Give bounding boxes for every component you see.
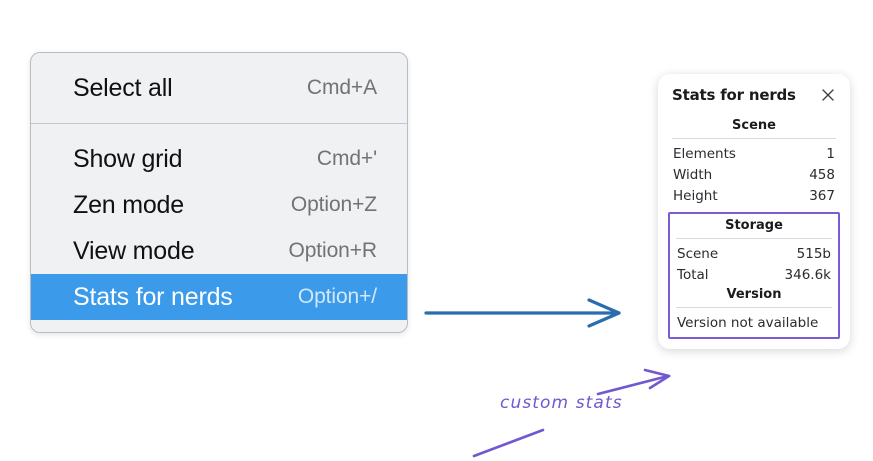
menu-item-label: Stats for nerds [73,282,233,311]
stats-row-height: Height 367 [668,185,840,206]
menu-item-label: Zen mode [73,190,184,219]
annotation-custom-stats-label: custom stats [500,393,623,413]
row-value: 515b [796,245,831,262]
divider [676,238,832,239]
menu-group-view: Show grid Cmd+' Zen mode Option+Z View m… [31,124,407,332]
row-value: 367 [809,187,835,204]
close-icon[interactable] [819,86,837,104]
storage-heading: Storage [725,218,783,233]
custom-stats-highlight-box: Storage Scene 515b Total 346.6k Version … [668,212,840,339]
row-label: Height [673,187,718,204]
annotation-underline-stroke [472,428,545,458]
menu-group-selection: Select all Cmd+A [31,53,407,124]
stats-row-elements: Elements 1 [668,143,840,164]
menu-item-select-all[interactable]: Select all Cmd+A [31,65,407,111]
custom-stats-pointer-arrow [596,368,671,396]
row-value: 1 [826,145,835,162]
row-value: 458 [809,166,835,183]
menu-item-label: View mode [73,236,195,265]
menu-to-panel-arrow [424,298,621,328]
row-label: Width [673,166,713,183]
menu-item-label: Show grid [73,144,183,173]
stats-row-total-size: Total 346.6k [672,264,836,285]
row-label: Elements [673,145,736,162]
row-value: 346.6k [784,266,831,283]
divider [672,138,836,139]
stats-section-version: Version Version not available [672,285,836,333]
menu-item-zen-mode[interactable]: Zen mode Option+Z [31,182,407,228]
menu-item-show-grid[interactable]: Show grid Cmd+' [31,136,407,182]
stats-section-scene: Scene Elements 1 Width 458 Height 367 [668,116,840,206]
row-label: Scene [677,245,719,262]
menu-item-shortcut: Cmd+' [316,147,377,170]
menu-item-shortcut: Option+/ [297,285,377,308]
version-heading: Version [726,287,782,302]
version-value: Version not available [677,315,819,331]
stats-row-width: Width 458 [668,164,840,185]
menu-item-shortcut: Option+Z [290,193,377,216]
stats-panel-title: Stats for nerds [672,86,796,104]
scene-heading: Scene [732,118,776,133]
row-label: Total [677,266,709,283]
menu-item-label: Select all [73,73,173,102]
menu-item-shortcut: Option+R [288,239,377,262]
stats-section-storage: Storage Scene 515b Total 346.6k [672,216,836,285]
menu-item-view-mode[interactable]: View mode Option+R [31,228,407,274]
stats-row-scene-size: Scene 515b [672,243,836,264]
divider [676,307,832,308]
menu-item-shortcut: Cmd+A [306,76,377,99]
stats-panel-titlebar: Stats for nerds [668,86,840,104]
canvas-context-menu[interactable]: Select all Cmd+A Show grid Cmd+' Zen mod… [30,52,408,333]
stats-for-nerds-panel: Stats for nerds Scene Elements 1 Width 4… [658,74,850,349]
menu-item-stats-for-nerds[interactable]: Stats for nerds Option+/ [31,274,407,320]
